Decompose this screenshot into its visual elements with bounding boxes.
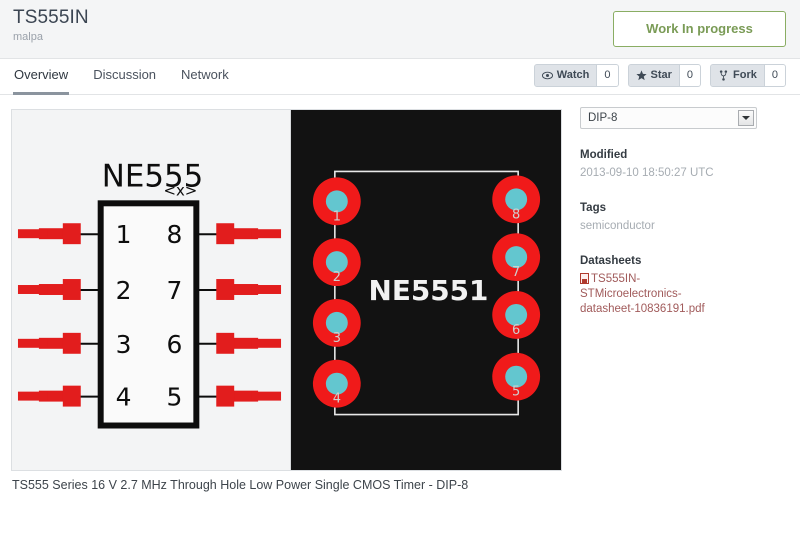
page-title: TS555IN xyxy=(13,7,89,28)
watch-count: 0 xyxy=(596,65,618,86)
fork-button[interactable]: Fork 0 xyxy=(710,64,786,87)
schematic-pin-left-3: 3 xyxy=(116,330,132,359)
tab-bar: Overview Discussion Network Watch 0 Star… xyxy=(0,59,800,95)
package-variant-value: DIP-8 xyxy=(588,112,618,124)
tags-section: Tags semiconductor xyxy=(580,200,788,235)
star-count: 0 xyxy=(678,65,701,86)
schematic-pin-right-5: 5 xyxy=(166,383,182,412)
footprint-pads-right xyxy=(492,175,541,401)
footprint-pad-right-8: 8 xyxy=(512,207,520,222)
schematic-drawing: NE555 <x> xyxy=(17,158,282,429)
star-icon xyxy=(635,70,647,81)
star-label-text: Star xyxy=(650,69,672,81)
footprint-pad-right-6: 6 xyxy=(512,323,520,338)
schematic-pin-right-6: 6 xyxy=(166,330,182,359)
tab-network[interactable]: Network xyxy=(181,67,229,82)
schematic-pin-left-1: 1 xyxy=(116,220,132,249)
package-variant-select[interactable]: DIP-8 xyxy=(580,107,757,129)
main-content: NE555 <x> xyxy=(0,95,800,535)
footprint-silk-label: NE5551 xyxy=(369,274,489,307)
tab-overview[interactable]: Overview xyxy=(13,59,70,95)
footprint-pad-right-5: 5 xyxy=(512,385,520,400)
footprint-pad-right-7: 7 xyxy=(512,265,520,280)
schematic-pin-group-left xyxy=(17,223,101,407)
footprint-pad-left-1: 1 xyxy=(333,209,341,224)
social-actions: Watch 0 Star 0 xyxy=(533,64,786,87)
tab-list: Overview Discussion Network xyxy=(13,59,253,95)
star-button[interactable]: Star 0 xyxy=(627,64,702,87)
schematic-pin-right-7: 7 xyxy=(166,276,182,305)
watch-button[interactable]: Watch 0 xyxy=(533,64,619,87)
datasheet-link[interactable]: TS555IN-STMicroelectronics-datasheet-108… xyxy=(580,272,725,317)
footprint-drawing: 1 2 3 4 8 7 6 5 NE5551 xyxy=(312,170,541,416)
fork-button-label: Fork xyxy=(711,65,764,86)
project-owner: malpa xyxy=(13,31,43,43)
footprint-pad-left-4: 4 xyxy=(333,392,341,407)
star-button-label: Star xyxy=(628,65,679,86)
modified-value: 2013-09-10 18:50:27 UTC xyxy=(580,167,714,179)
fork-icon xyxy=(718,70,729,81)
modified-section: Modified 2013-09-10 18:50:27 UTC xyxy=(580,147,788,182)
eye-icon xyxy=(541,70,553,81)
status-badge-work-in-progress[interactable]: Work In progress xyxy=(613,11,786,47)
footprint-pad-numbers: 1 2 3 4 8 7 6 5 xyxy=(333,207,521,406)
tab-discussion[interactable]: Discussion xyxy=(93,67,157,82)
schematic-component-label: NE555 xyxy=(102,158,204,194)
tags-label: Tags xyxy=(580,202,606,214)
schematic-pin-left-4: 4 xyxy=(116,383,132,412)
schematic-preview-pane[interactable]: NE555 <x> xyxy=(12,110,291,470)
schematic-pin-group-right xyxy=(196,223,282,407)
tags-value[interactable]: semiconductor xyxy=(580,220,655,232)
header-title-block: TS555IN malpa xyxy=(13,7,89,45)
schematic-pin-right-8: 8 xyxy=(166,220,182,249)
footprint-pad-left-2: 2 xyxy=(333,270,341,285)
part-preview-viewer[interactable]: NE555 <x> xyxy=(11,109,562,471)
datasheet-file-name: TS555IN-STMicroelectronics-datasheet-108… xyxy=(580,273,705,315)
part-description-caption: TS555 Series 16 V 2.7 MHz Through Hole L… xyxy=(12,478,469,492)
footprint-pads-left xyxy=(312,177,361,408)
schematic-pin-left-2: 2 xyxy=(116,276,132,305)
chevron-down-icon[interactable] xyxy=(738,110,754,126)
datasheets-label: Datasheets xyxy=(580,255,642,267)
pdf-icon xyxy=(580,273,589,284)
schematic-component-suffix: <x> xyxy=(163,181,197,199)
fork-count: 0 xyxy=(763,65,785,86)
modified-label: Modified xyxy=(580,149,628,161)
footprint-preview-pane[interactable]: 1 2 3 4 8 7 6 5 NE5551 xyxy=(291,110,561,470)
watch-label-text: Watch xyxy=(556,69,590,81)
schematic-pin-numbers: 1 2 3 4 8 7 6 5 xyxy=(116,220,183,411)
watch-button-label: Watch xyxy=(534,65,597,86)
footprint-pad-left-3: 3 xyxy=(333,331,341,346)
fork-label-text: Fork xyxy=(733,69,757,81)
page-header: TS555IN malpa Work In progress xyxy=(0,0,800,59)
datasheets-section: Datasheets TS555IN-STMicroelectronics-da… xyxy=(580,253,788,317)
schematic-body-rect xyxy=(97,200,200,429)
details-sidebar: DIP-8 Modified 2013-09-10 18:50:27 UTC T… xyxy=(580,107,788,317)
